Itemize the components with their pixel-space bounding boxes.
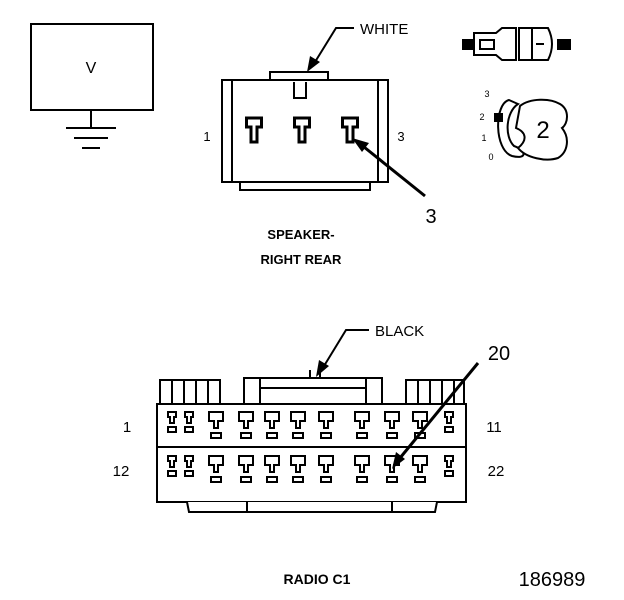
speaker-callout-arrow [352, 138, 426, 198]
speaker-pin-first-label: 1 [203, 129, 210, 144]
selector-selected-value: 2 [536, 117, 549, 144]
voltmeter: V [30, 23, 154, 149]
speaker-wire-color: WHITE [360, 21, 408, 38]
radio-callout-arrow [392, 362, 480, 469]
speaker-callout-label: 3 [425, 206, 436, 228]
radio-title: RADIO C1 [284, 571, 351, 587]
selector-position-1: 1 [481, 133, 486, 143]
radio-row1-last-label: 11 [486, 419, 502, 436]
selector-position-2: 2 [479, 112, 484, 122]
selector-position-0: 0 [488, 152, 493, 162]
figure-number: 186989 [519, 569, 586, 591]
radio-wire-arrow [316, 329, 369, 377]
radio-pin-1 [167, 411, 177, 433]
radio-pin-12 [167, 455, 177, 477]
radio-wire-color: BLACK [375, 323, 424, 340]
voltmeter-box [30, 23, 154, 111]
speaker-pin-last-label: 3 [397, 129, 404, 144]
radio-pin-11 [444, 411, 454, 433]
speaker-title-line2: RIGHT REAR [261, 252, 343, 267]
selector-knob-icon: 3 2 1 0 2 [479, 89, 568, 162]
speaker-connector: WHITE 1 3 3 SPEAKER- RIGHT REAR [203, 21, 436, 267]
radio-pin-22 [444, 455, 454, 477]
speaker-title-line1: SPEAKER- [267, 227, 334, 242]
speaker-wire-arrow [307, 27, 354, 72]
radio-connector: BLACK [113, 323, 510, 587]
voltmeter-label: V [86, 60, 97, 77]
radio-connector-body [156, 370, 467, 513]
radio-pin-2 [184, 411, 194, 433]
radio-row2-last-label: 22 [488, 463, 505, 480]
ground-icon [66, 110, 116, 149]
radio-row1-first-label: 1 [123, 419, 131, 436]
probe-icon [462, 27, 571, 61]
radio-pin-13 [184, 455, 194, 477]
radio-callout-label: 20 [488, 343, 510, 365]
radio-row2-first-label: 12 [113, 463, 130, 480]
selector-position-3: 3 [484, 89, 489, 99]
